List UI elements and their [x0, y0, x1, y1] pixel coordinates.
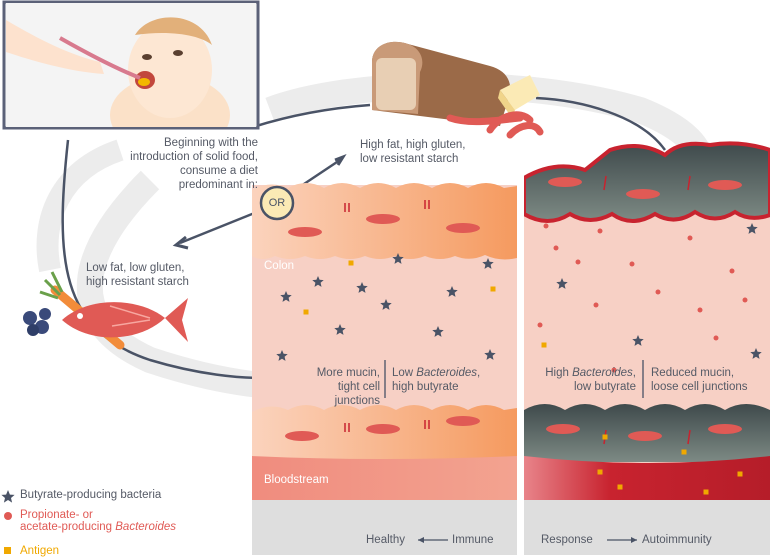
bacteroides-dot	[742, 297, 748, 303]
antigen-square	[490, 286, 496, 292]
bottom-response: Response	[541, 534, 593, 546]
antigen-square	[617, 484, 623, 490]
disease-colon-panel	[522, 141, 770, 555]
legend-antigen: Antigen	[20, 545, 60, 557]
bloodstream-label: Bloodstream	[264, 474, 329, 486]
antigen-square	[681, 449, 687, 455]
fish-carrot-blueberry-illustration	[23, 271, 188, 350]
square-icon	[4, 547, 11, 554]
bottom-immune: Immune	[452, 534, 494, 546]
or-arrows	[172, 154, 347, 250]
butyrate-bacteria-star	[280, 291, 292, 302]
baby-feeding-illustration	[2, 0, 260, 130]
antigen-square	[541, 342, 547, 348]
bacteroides-dot	[697, 307, 703, 313]
colon-label: Colon	[264, 260, 295, 272]
butyrate-bacteria-star	[276, 350, 288, 361]
butyrate-bacteria-star	[312, 276, 324, 287]
dot-icon	[4, 512, 12, 520]
diet-high-label: High fat, high gluten, low resistant sta…	[360, 139, 466, 165]
antigen-square	[703, 489, 709, 495]
antigen-square	[737, 471, 743, 477]
butyrate-bacteria-star	[334, 324, 346, 335]
legend-icons	[1, 490, 15, 554]
bacteroides-dot	[655, 289, 661, 295]
bacteroides-dot	[593, 302, 599, 308]
antigen-square	[597, 469, 603, 475]
or-badge	[259, 185, 295, 221]
cell-junctions	[344, 175, 691, 445]
butyrate-bacteria-star	[746, 223, 758, 234]
star-icon	[1, 490, 15, 503]
butyrate-bacteria-star	[356, 282, 368, 293]
bread-cheese-sausage-illustration	[372, 41, 544, 139]
butyrate-bacteria-star	[482, 258, 494, 269]
butyrate-bacteria-star	[484, 349, 496, 360]
healthy-bacteria-text: Low Bacteroides, high butyrate	[392, 367, 481, 393]
butyrate-bacteria-star	[432, 326, 444, 337]
antigen-square	[602, 434, 608, 440]
bacteroides-dot	[597, 228, 603, 234]
disease-bacteria-text: High Bacteroides, low butyrate	[545, 367, 636, 393]
bacteroides-dot	[553, 245, 559, 251]
disease-mucin-text: Reduced mucin, loose cell junctions	[651, 367, 748, 393]
antigen-square	[348, 260, 354, 266]
bacteroides-dot	[611, 367, 617, 373]
intro-text: Beginning with the introduction of solid…	[130, 137, 258, 191]
bottom-arrows	[418, 537, 637, 543]
butyrate-bacteria-star	[750, 348, 762, 359]
cell-nuclei	[285, 177, 742, 441]
panel-dividers	[384, 170, 644, 560]
bottom-autoimmunity: Autoimmunity	[642, 534, 712, 546]
bacteroides-dot	[629, 261, 635, 267]
butyrate-bacteria-star	[632, 335, 644, 346]
legend-propionate: Propionate- or acetate-producing Bactero…	[20, 509, 176, 533]
butyrate-bacteria-stars	[276, 223, 762, 361]
bacteroides-dot	[729, 268, 735, 274]
butyrate-bacteria-star	[392, 253, 404, 264]
bottom-healthy: Healthy	[366, 534, 405, 546]
bacteroides-dot	[713, 335, 719, 341]
bacteroides-dot	[575, 259, 581, 265]
butyrate-bacteria-star	[446, 286, 458, 297]
or-label: OR	[268, 197, 286, 209]
butyrate-bacteria-star	[556, 278, 568, 289]
legend-butyrate: Butyrate-producing bacteria	[20, 489, 162, 501]
diet-low-label: Low fat, low gluten, high resistant star…	[86, 262, 189, 288]
antigen-square	[303, 309, 309, 315]
bacteroides-dot	[537, 322, 543, 328]
bacteroides-dot	[543, 223, 549, 229]
antigen-squares	[303, 260, 743, 495]
bacteroides-dots	[537, 223, 748, 373]
healthy-mucin-text: More mucin, tight cell junctions	[316, 367, 380, 407]
bacteroides-dot	[687, 235, 693, 241]
butyrate-bacteria-star	[380, 299, 392, 310]
